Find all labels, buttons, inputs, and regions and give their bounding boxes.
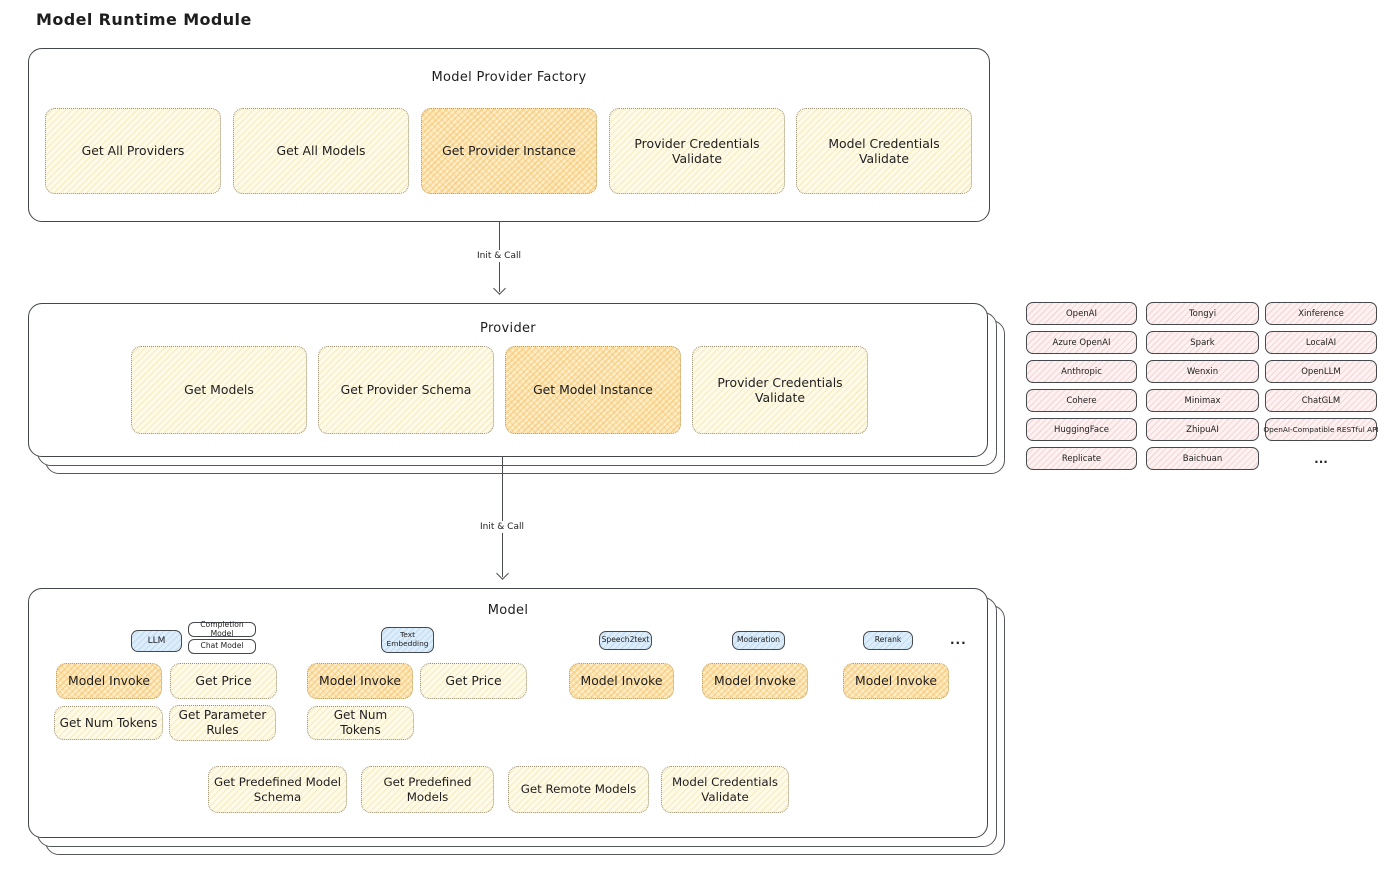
node-get-all-providers: Get All Providers bbox=[45, 108, 221, 194]
vendor-chatglm: ChatGLM bbox=[1265, 389, 1377, 412]
node-get-remote-models: Get Remote Models bbox=[508, 766, 649, 813]
tag-chat-model: Chat Model bbox=[188, 639, 256, 654]
node-model-credentials-validate-factory: Model Credentials Validate bbox=[796, 108, 972, 194]
vendor-xinference: Xinference bbox=[1265, 302, 1377, 325]
node-get-num-tokens-llm: Get Num Tokens bbox=[54, 706, 163, 740]
arrow-label-init-call-2: Init & Call bbox=[476, 521, 528, 533]
node-get-parameter-rules: Get Parameter Rules bbox=[169, 705, 276, 741]
node-provider-credentials-validate-factory: Provider Credentials Validate bbox=[609, 108, 785, 194]
provider-box: Provider Get Models Get Provider Schema … bbox=[28, 303, 988, 457]
tag-llm: LLM bbox=[131, 630, 182, 652]
factory-section: Model Provider Factory Get All Providers… bbox=[28, 48, 990, 222]
tag-speech2text: Speech2text bbox=[599, 631, 652, 650]
factory-title: Model Provider Factory bbox=[431, 70, 587, 85]
provider-section: Provider Get Models Get Provider Schema … bbox=[28, 303, 1005, 474]
node-get-price-llm: Get Price bbox=[170, 663, 277, 699]
vendor-column-1: OpenAI Azure OpenAI Anthropic Cohere Hug… bbox=[1026, 302, 1137, 476]
model-types-more-ellipsis: ... bbox=[950, 633, 967, 647]
tag-rerank: Rerank bbox=[863, 631, 913, 650]
vendor-replicate: Replicate bbox=[1026, 447, 1137, 470]
vendor-baichuan: Baichuan bbox=[1146, 447, 1259, 470]
factory-box: Model Provider Factory Get All Providers… bbox=[28, 48, 990, 222]
node-get-predefined-models: Get Predefined Models bbox=[361, 766, 494, 813]
node-get-provider-schema: Get Provider Schema bbox=[318, 346, 494, 434]
node-get-models: Get Models bbox=[131, 346, 307, 434]
vendor-openai-compatible-restful-api: OpenAI-Compatible RESTful API bbox=[1263, 418, 1379, 441]
vendor-minimax: Minimax bbox=[1146, 389, 1259, 412]
node-get-model-instance: Get Model Instance bbox=[505, 346, 681, 434]
vendor-zhipuai: ZhipuAI bbox=[1146, 418, 1259, 441]
node-get-num-tokens-embedding: Get Num Tokens bbox=[307, 706, 414, 740]
node-get-all-models: Get All Models bbox=[233, 108, 409, 194]
model-box: Model LLM Completion Model Chat Model Te… bbox=[28, 588, 988, 838]
node-model-invoke-moderation: Model Invoke bbox=[702, 663, 808, 699]
tag-completion-model: Completion Model bbox=[188, 620, 256, 637]
vendor-wenxin: Wenxin bbox=[1146, 360, 1259, 383]
node-get-provider-instance: Get Provider Instance bbox=[421, 108, 597, 194]
node-get-price-embedding: Get Price bbox=[420, 663, 527, 699]
vendor-column-3: Xinference LocalAI OpenLLM ChatGLM OpenA… bbox=[1263, 302, 1379, 470]
vendor-spark: Spark bbox=[1146, 331, 1259, 354]
provider-title: Provider bbox=[480, 321, 536, 336]
vendor-openllm: OpenLLM bbox=[1265, 360, 1377, 383]
model-section: Model LLM Completion Model Chat Model Te… bbox=[28, 588, 1005, 855]
node-model-invoke-rerank: Model Invoke bbox=[843, 663, 949, 699]
vendor-cohere: Cohere bbox=[1026, 389, 1137, 412]
node-model-credentials-validate-model: Model Credentials Validate bbox=[661, 766, 789, 813]
tag-text-embedding: Text Embedding bbox=[381, 627, 434, 653]
vendor-more-ellipsis: ... bbox=[1314, 451, 1328, 466]
vendor-column-2: Tongyi Spark Wenxin Minimax ZhipuAI Baic… bbox=[1146, 302, 1259, 476]
node-model-invoke-speech2text: Model Invoke bbox=[569, 663, 674, 699]
node-model-invoke-llm: Model Invoke bbox=[56, 663, 162, 699]
page-title: Model Runtime Module bbox=[36, 10, 252, 29]
tag-moderation: Moderation bbox=[732, 631, 785, 650]
arrow-label-init-call-1: Init & Call bbox=[473, 250, 525, 262]
vendor-tongyi: Tongyi bbox=[1146, 302, 1259, 325]
vendor-localai: LocalAI bbox=[1265, 331, 1377, 354]
node-get-predefined-model-schema: Get Predefined Model Schema bbox=[208, 766, 347, 813]
vendor-azure-openai: Azure OpenAI bbox=[1026, 331, 1137, 354]
model-title: Model bbox=[487, 603, 529, 618]
vendor-huggingface: HuggingFace bbox=[1026, 418, 1137, 441]
vendor-anthropic: Anthropic bbox=[1026, 360, 1137, 383]
node-provider-credentials-validate-provider: Provider Credentials Validate bbox=[692, 346, 868, 434]
vendor-openai: OpenAI bbox=[1026, 302, 1137, 325]
arrow-provider-to-model bbox=[502, 456, 503, 577]
node-model-invoke-embedding: Model Invoke bbox=[307, 663, 413, 699]
